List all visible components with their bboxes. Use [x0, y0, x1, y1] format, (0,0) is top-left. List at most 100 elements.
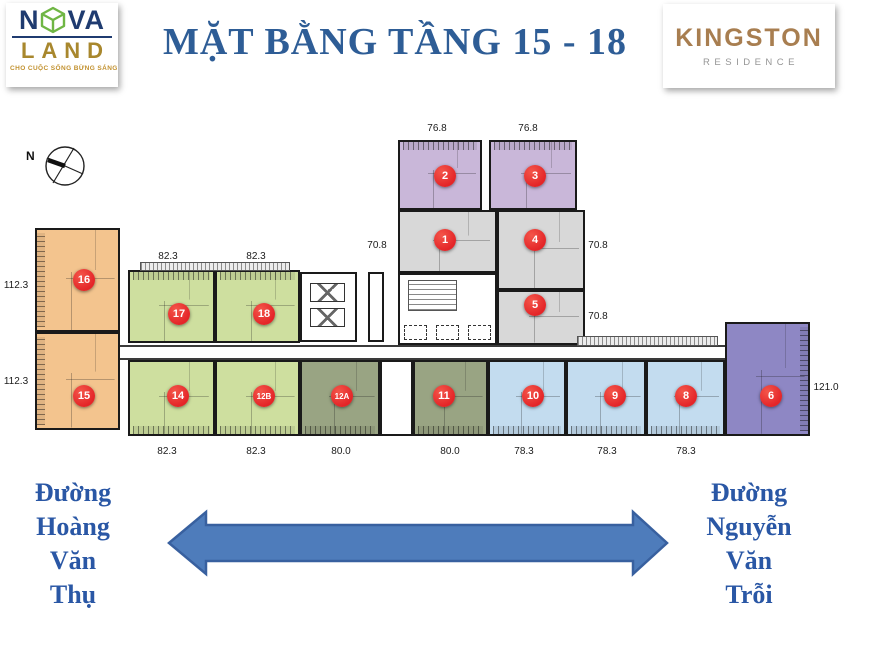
shaft-opening [436, 325, 459, 341]
louver-strip [577, 336, 718, 346]
louver-strip [140, 262, 290, 271]
elevator-icon [310, 283, 346, 303]
shaft-opening [468, 325, 492, 341]
dimension-label: 70.8 [588, 240, 608, 251]
balcony-strip [133, 426, 210, 434]
dimension-label: 121.0 [813, 382, 839, 393]
unit-number-badge: 3 [524, 165, 546, 187]
unit-8[interactable]: 8 [646, 360, 725, 436]
compass-north-label: N [26, 149, 35, 163]
balcony-strip [651, 426, 720, 434]
compass-icon [45, 146, 85, 186]
unit-12B[interactable]: 12B [215, 360, 300, 436]
unit-14[interactable]: 14 [128, 360, 215, 436]
kingston-logo: KINGSTON RESIDENCE [663, 4, 835, 88]
balcony-strip [403, 142, 477, 150]
dimension-label: 70.8 [367, 240, 387, 251]
unit-9[interactable]: 9 [566, 360, 646, 436]
novaland-logo: N VA LAND CHO CUỘC SỐNG BỪNG SÁNG [6, 3, 118, 87]
unit-12A[interactable]: 12A [300, 360, 380, 436]
balcony-strip [571, 426, 641, 434]
unit-18[interactable]: 18 [215, 270, 300, 343]
dimension-label: 112.3 [3, 376, 29, 387]
dimension-label: 78.3 [676, 446, 696, 457]
unit-5[interactable]: 5 [497, 290, 585, 345]
unit-11[interactable]: 11 [413, 360, 488, 436]
street-right-line: Nguyễn [706, 512, 792, 541]
unit-17[interactable]: 17 [128, 270, 215, 343]
balcony-strip [37, 337, 45, 425]
balcony-strip [37, 233, 45, 327]
balcony-strip [494, 142, 572, 150]
core-block-plain [368, 272, 384, 342]
unit-10[interactable]: 10 [488, 360, 566, 436]
unit-number-badge: 16 [73, 269, 95, 291]
novaland-va: VA [67, 5, 105, 35]
street-left-line: Hoàng [36, 512, 110, 541]
dimension-label: 78.3 [597, 446, 617, 457]
street-label-left: Đường Hoàng Văn Thụ [8, 476, 138, 612]
page-title: MẶT BẰNG TẦNG 15 - 18 [162, 21, 627, 63]
unit-6[interactable]: 6 [725, 322, 810, 436]
dimension-label: 82.3 [246, 251, 266, 262]
unit-number-badge: 9 [604, 385, 626, 407]
dimension-label: 82.3 [246, 446, 266, 457]
street-left-line: Văn [49, 546, 97, 575]
unit-16[interactable]: 16 [35, 228, 120, 332]
core-block-plain [380, 360, 413, 436]
dimension-label: 112.3 [3, 280, 29, 291]
shaft-openings [403, 325, 492, 341]
unit-number-badge: 6 [760, 385, 782, 407]
dimension-label: 78.3 [514, 446, 534, 457]
street-right-line: Đường [710, 478, 788, 507]
novaland-n: N [18, 5, 40, 35]
street-left-line: Đường [34, 478, 112, 507]
unit-number-badge: 5 [524, 294, 546, 316]
balcony-strip [220, 272, 295, 280]
balcony-strip [800, 327, 808, 431]
unit-number-badge: 14 [167, 385, 189, 407]
unit-number-badge: 17 [168, 303, 190, 325]
direction-arrow-icon [167, 509, 669, 577]
dimension-label: 76.8 [427, 123, 447, 134]
core-block-stairs [398, 273, 497, 345]
dimension-label: 82.3 [158, 251, 178, 262]
unit-number-badge: 4 [524, 229, 546, 251]
unit-number-badge: 1 [434, 229, 456, 251]
unit-number-badge: 8 [675, 385, 697, 407]
kingston-wordmark: KINGSTON [675, 24, 823, 52]
unit-number-badge: 10 [522, 385, 544, 407]
street-right-line: Trỗi [725, 580, 773, 609]
unit-15[interactable]: 15 [35, 332, 120, 430]
unit-number-badge: 12A [331, 385, 353, 407]
street-label-right: Đường Nguyễn Văn Trỗi [684, 476, 814, 612]
unit-4[interactable]: 4 [497, 210, 585, 290]
dimension-label: 80.0 [331, 446, 351, 457]
unit-3[interactable]: 3 [489, 140, 577, 210]
balcony-strip [305, 426, 375, 434]
kingston-subtitle: RESIDENCE [703, 57, 799, 68]
dimension-label: 80.0 [440, 446, 460, 457]
balcony-strip [493, 426, 561, 434]
dimension-label: 70.8 [588, 311, 608, 322]
stairs-icon [407, 280, 458, 311]
unit-number-badge: 2 [434, 165, 456, 187]
balcony-strip [418, 426, 483, 434]
unit-1[interactable]: 1 [398, 210, 497, 273]
nova-cube-icon [41, 6, 66, 34]
elevator-icon [310, 308, 346, 328]
shaft-opening [403, 325, 427, 341]
dimension-label: 76.8 [518, 123, 538, 134]
novaland-tagline: CHO CUỘC SỐNG BỪNG SÁNG [10, 65, 118, 72]
street-right-line: Văn [725, 546, 773, 575]
balcony-strip [133, 272, 210, 280]
unit-2[interactable]: 2 [398, 140, 482, 210]
core-block-elev [300, 272, 357, 342]
corridor [120, 345, 725, 360]
novaland-land: LAND [20, 38, 111, 63]
street-left-line: Thụ [49, 580, 97, 609]
balcony-strip [220, 426, 295, 434]
novaland-wordmark: N VA [10, 5, 114, 35]
